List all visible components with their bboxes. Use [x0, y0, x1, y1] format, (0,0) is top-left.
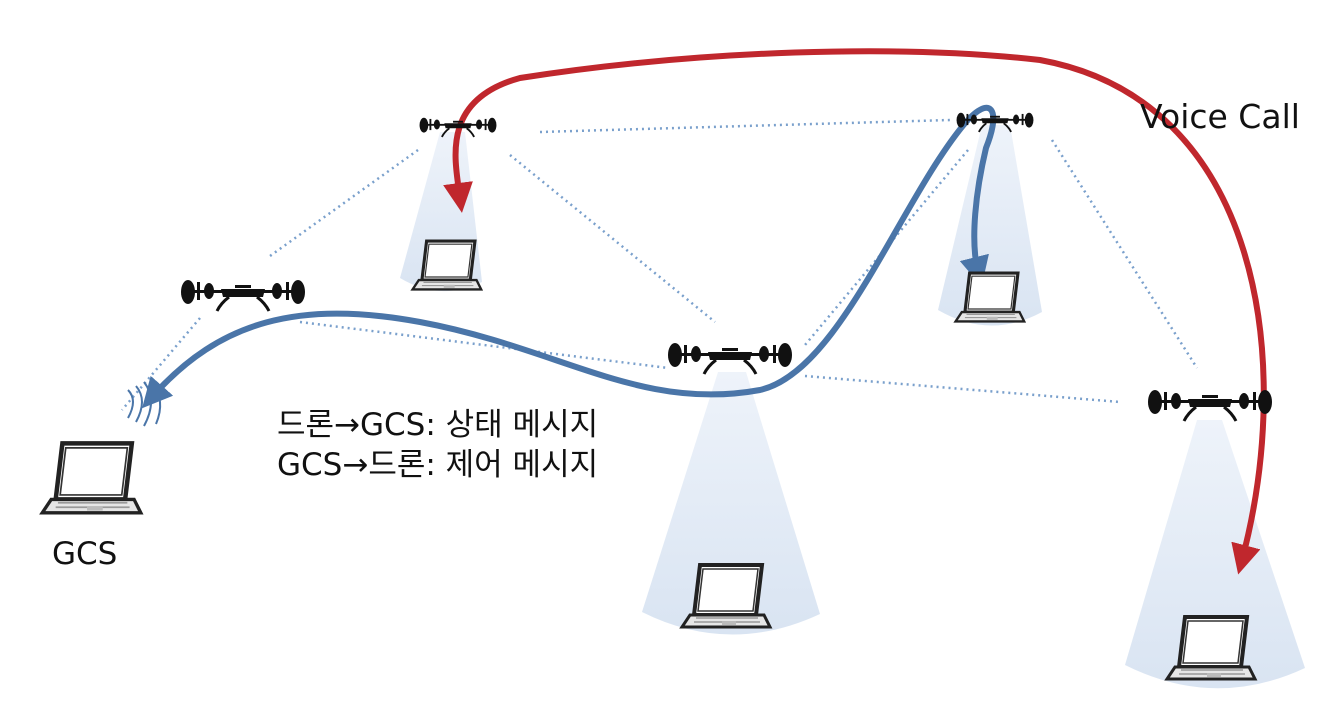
wireless-links [121, 118, 1199, 411]
gcs-label: GCS [52, 536, 118, 572]
message-path [142, 104, 997, 409]
control-message-label: GCS→드론: 제어 메시지 [277, 447, 599, 483]
wireless-signal-icon [127, 381, 162, 427]
voice-call-path [443, 48, 1267, 575]
drone-icon [666, 341, 794, 376]
link-line [509, 154, 716, 323]
link-line [804, 374, 1121, 404]
drone-icon [179, 278, 307, 313]
link-line [1050, 139, 1199, 369]
drone-icon [1146, 388, 1274, 423]
link-line [299, 320, 669, 370]
status-message-label: 드론→GCS: 상태 메시지 [277, 407, 599, 443]
link-line [539, 118, 951, 134]
voice-call-label: Voice Call [1140, 97, 1300, 136]
link-line [269, 148, 419, 258]
laptop-icon [42, 443, 141, 512]
